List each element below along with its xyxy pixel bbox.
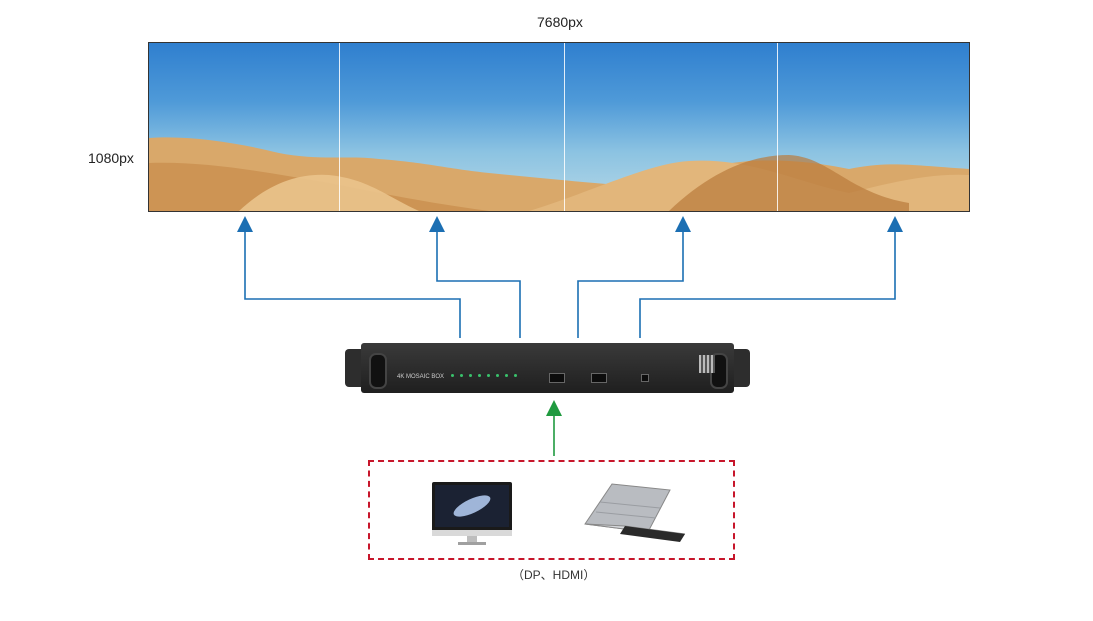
usb-port-icon — [641, 374, 649, 382]
output-arrow-4 — [639, 216, 903, 338]
output-arrow-2 — [429, 216, 521, 338]
hdmi-port-icon — [549, 373, 565, 383]
status-led — [451, 374, 454, 377]
wall-height-label: 1080px — [88, 150, 134, 166]
source-devices — [432, 482, 686, 545]
vent-grille-icon — [699, 355, 715, 373]
status-led — [469, 374, 472, 377]
status-led — [487, 374, 490, 377]
status-led — [478, 374, 481, 377]
handle-left-icon — [369, 353, 387, 389]
video-wall-display — [148, 42, 970, 212]
dp-port-icon — [591, 373, 607, 383]
source-types-label: （DP、HDMI） — [512, 568, 596, 582]
input-sources-box — [368, 460, 735, 560]
device-chassis: 4K MOSAIC BOX — [361, 343, 734, 393]
wall-divider-1 — [339, 43, 340, 211]
desktop-monitor-icon — [432, 482, 512, 545]
mosaic-processor-device: 4K MOSAIC BOX — [345, 343, 750, 393]
status-led — [514, 374, 517, 377]
wall-width-label: 7680px — [537, 14, 583, 30]
status-led — [505, 374, 508, 377]
device-name-label: 4K MOSAIC BOX — [397, 374, 445, 380]
status-led — [496, 374, 499, 377]
laptop-icon — [584, 483, 686, 542]
output-arrow-1 — [237, 216, 461, 338]
output-arrow-3 — [577, 216, 691, 338]
status-led — [460, 374, 463, 377]
wall-divider-2 — [564, 43, 565, 211]
desert-dunes-image — [149, 137, 969, 211]
wall-divider-3 — [777, 43, 778, 211]
